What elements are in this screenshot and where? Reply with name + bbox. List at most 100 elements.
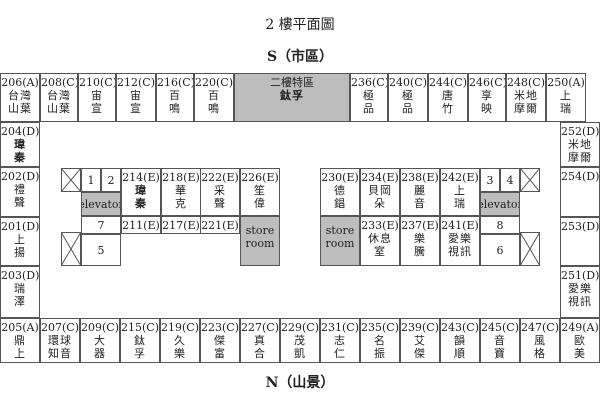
booth-number: 201(D) xyxy=(1,220,40,233)
exhibitor-name: 極品 xyxy=(402,89,414,115)
exhibitor-name: 鈦孚 xyxy=(280,89,304,102)
booth-number: 212(C) xyxy=(117,76,155,89)
inner-booth: 241(E)愛樂視訊 xyxy=(440,216,480,266)
bottom-booth: 239(C)艾傑 xyxy=(400,318,440,363)
exhibitor-name: 宙宣 xyxy=(130,89,142,115)
right-booth: 254(D) xyxy=(560,167,600,217)
booth-number: 242(E) xyxy=(441,171,479,184)
exhibitor-name: 瑞澤 xyxy=(14,282,26,308)
left-booth: 204(D)瑋秦 xyxy=(0,122,40,167)
right-booth: 252(D)米地摩爾 xyxy=(560,122,600,167)
top-booth: 206(A)台灣山葉 xyxy=(0,73,40,122)
top-booth: 248(C)米地摩爾 xyxy=(506,73,546,122)
right-booth: 251(D)愛樂視訊 xyxy=(560,266,600,318)
service-number: 1 xyxy=(81,168,101,192)
booth-number: 238(E) xyxy=(401,171,439,184)
booth-number: 249(A) xyxy=(561,321,599,334)
service-number: 7 xyxy=(81,216,121,234)
exhibitor-name: 真合 xyxy=(254,334,266,360)
inner-booth: 221(E) xyxy=(200,216,240,234)
service-number: 3 xyxy=(480,168,500,192)
exhibitor-name: 鼎上 xyxy=(14,334,26,360)
stair-cross-icon xyxy=(520,232,540,266)
exhibitor-name: 禮聲 xyxy=(14,183,26,209)
elevator-box: elevator xyxy=(81,192,121,216)
inner-booth: 218(E)華克 xyxy=(161,168,201,216)
booth-number: 214(E) xyxy=(122,171,160,184)
top-booth: 250(A)上瑞 xyxy=(546,73,586,122)
bottom-booth: 235(C)名振 xyxy=(360,318,400,363)
booth-number: 二樓特區 xyxy=(270,76,314,89)
bottom-booth: 245(C)音寶 xyxy=(480,318,520,363)
booth-number: 211(E) xyxy=(122,219,160,232)
exhibitor-name: 極品 xyxy=(363,89,375,115)
booth-number: 202(D) xyxy=(1,170,40,183)
exhibitor-name: 久樂 xyxy=(174,334,186,360)
left-booth: 202(D)禮聲 xyxy=(0,167,40,217)
exhibitor-name: 采聲 xyxy=(214,184,226,210)
bottom-booth: 243(C)韻順 xyxy=(440,318,480,363)
bottom-booth: 247(C)風格 xyxy=(520,318,560,363)
right-booth: 253(D) xyxy=(560,217,600,266)
page-title: 2 樓平面圖 xyxy=(265,17,335,33)
top-booth: 220(C)百鳴 xyxy=(194,73,234,122)
booth-number: 240(C) xyxy=(389,76,427,89)
service-number: 5 xyxy=(81,234,121,266)
booth-number: 231(C) xyxy=(321,321,359,334)
booth-number: 254(D) xyxy=(561,170,600,183)
exhibitor-name: 德錩 xyxy=(334,184,346,210)
inner-booth: 211(E) xyxy=(121,216,161,234)
exhibitor-name: 愛樂視訊 xyxy=(568,282,592,308)
booth-number: 226(E) xyxy=(241,171,279,184)
booth-number: 220(C) xyxy=(195,76,233,89)
booth-number: 245(C) xyxy=(481,321,519,334)
exhibitor-name: 唐竹 xyxy=(442,89,454,115)
stair-cross-icon xyxy=(520,168,540,192)
top-booth: 236(C)極品 xyxy=(350,73,388,122)
inner-booth: 222(E)采聲 xyxy=(200,168,240,216)
special-zone-booth: 二樓特區鈦孚 xyxy=(234,73,350,122)
inner-booth: 217(E) xyxy=(161,216,201,234)
north-label: N（山景） xyxy=(265,375,335,391)
left-booth: 201(D)上揚 xyxy=(0,217,40,266)
exhibitor-name: 上瑞 xyxy=(560,89,572,115)
exhibitor-name: 志仁 xyxy=(334,334,346,360)
inner-booth: 237(E)樂騰 xyxy=(400,216,440,266)
inner-booth: 226(E)笙偉 xyxy=(240,168,280,216)
exhibitor-name: 愛樂視訊 xyxy=(448,232,472,258)
exhibitor-name: 宙宣 xyxy=(91,89,103,115)
booth-number: 208(C) xyxy=(41,76,78,89)
exhibitor-name: 上瑞 xyxy=(454,184,466,210)
exhibitor-name: 米地摩爾 xyxy=(568,138,592,164)
booth-number: 247(C) xyxy=(521,321,559,334)
stair-cross-icon xyxy=(61,232,81,266)
exhibitor-name: 百鳴 xyxy=(208,89,220,115)
booth-number: 210(C) xyxy=(79,76,116,89)
booth-number: 235(C) xyxy=(361,321,399,334)
booth-number: 218(E) xyxy=(162,171,200,184)
exhibitor-name: 享映 xyxy=(481,89,493,115)
exhibitor-name: 休息室 xyxy=(368,232,392,258)
inner-booth: 233(E)休息室 xyxy=(360,216,400,266)
service-number: 6 xyxy=(480,234,520,266)
exhibitor-name: 瑋秦 xyxy=(135,184,147,210)
booth-number: 252(D) xyxy=(561,125,600,138)
exhibitor-name: 傑富 xyxy=(214,334,226,360)
exhibitor-name: 鈦孚 xyxy=(134,334,146,360)
booth-number: 236(C) xyxy=(351,76,388,89)
booth-number: 229(C) xyxy=(281,321,319,334)
exhibitor-name: 大器 xyxy=(94,334,106,360)
inner-booth: 238(E)麗音 xyxy=(400,168,440,216)
exhibitor-name: 歐美 xyxy=(574,334,586,360)
booth-number: 219(C) xyxy=(161,321,199,334)
exhibitor-name: 台灣山葉 xyxy=(8,89,32,115)
booth-number: 243(C) xyxy=(441,321,479,334)
booth-number: 230(E) xyxy=(321,171,359,184)
booth-number: 239(C) xyxy=(401,321,439,334)
top-booth: 212(C)宙宣 xyxy=(116,73,156,122)
bottom-booth: 223(C)傑富 xyxy=(200,318,240,363)
inner-booth: 242(E)上瑞 xyxy=(440,168,480,216)
